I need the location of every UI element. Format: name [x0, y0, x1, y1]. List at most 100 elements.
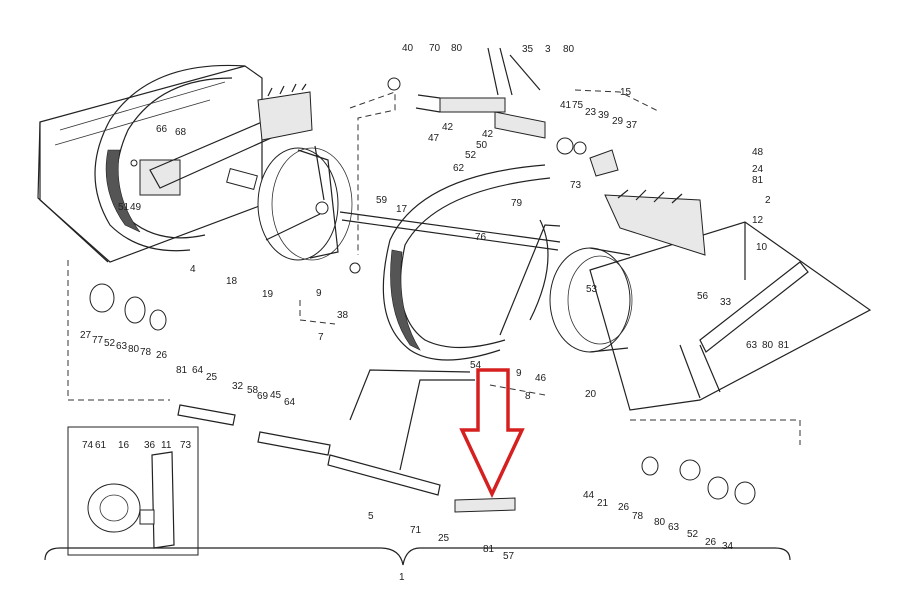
label-69: 69 [257, 391, 269, 402]
label-80: 80 [451, 43, 463, 54]
label-37: 37 [626, 120, 638, 131]
dashed-group-top [349, 91, 396, 255]
label-78b: 78 [632, 511, 644, 522]
label-32: 32 [232, 381, 244, 392]
label-80e: 80 [654, 517, 666, 528]
label-48: 48 [752, 147, 764, 158]
left-small-parts [89, 262, 361, 331]
label-22: 54 [470, 360, 482, 371]
label-81: 81 [752, 175, 764, 186]
drum-20 [549, 247, 633, 353]
left-housing-part [37, 64, 263, 263]
label-80d: 80 [762, 340, 774, 351]
label-12: 12 [752, 215, 764, 226]
dashed-group-7 [299, 300, 336, 325]
label-49: 49 [130, 202, 142, 213]
label-46: 46 [535, 373, 547, 384]
label-44: 44 [583, 490, 595, 501]
label-26b: 26 [618, 502, 630, 513]
label-63c: 63 [668, 522, 680, 533]
label-77: 77 [92, 335, 104, 346]
label-7: 7 [318, 332, 324, 343]
label-36: 36 [144, 440, 156, 451]
label-35: 35 [522, 44, 534, 55]
label-42: 42 [442, 122, 454, 133]
label-81b: 81 [778, 340, 790, 351]
label-78: 78 [140, 347, 152, 358]
label-11: 11 [161, 440, 172, 451]
label-79: 79 [511, 198, 523, 209]
label-24: 24 [752, 164, 764, 175]
label-5: 5 [368, 511, 374, 522]
right-housing-part [589, 189, 872, 411]
label-33: 33 [720, 297, 732, 308]
label-16: 16 [118, 440, 130, 451]
dashed-frame-15 [574, 89, 661, 113]
label-70: 70 [429, 43, 441, 54]
label-1: 1 [399, 572, 405, 583]
belt-housing-center [382, 164, 561, 361]
label-40: 40 [402, 43, 414, 54]
label-59: 59 [376, 195, 388, 206]
label-56: 56 [697, 291, 709, 302]
label-25: 25 [206, 372, 218, 383]
label-21: 21 [597, 498, 609, 509]
inset-detail-box [67, 426, 199, 556]
label-71: 71 [410, 525, 422, 536]
label-58: 58 [247, 385, 259, 396]
label-18: 18 [226, 276, 238, 287]
label-53: 53 [586, 284, 598, 295]
label-76: 76 [475, 232, 487, 243]
pulley-19 [257, 145, 353, 261]
label-39: 39 [598, 110, 610, 121]
red-down-arrow-icon [459, 368, 525, 499]
label-81c: 81 [176, 365, 188, 376]
right-small-parts [641, 456, 756, 505]
label-45: 45 [270, 390, 282, 401]
label-26: 26 [156, 350, 168, 361]
label-64: 64 [192, 365, 204, 376]
part-labels: 40 70 80 35 3 80 15 42 47 41 75 23 39 29… [80, 43, 790, 583]
label-63b: 63 [746, 340, 758, 351]
label-8: 8 [525, 391, 531, 402]
label-15: 15 [620, 87, 632, 98]
label-61: 61 [95, 440, 107, 451]
label-80c: 80 [128, 344, 140, 355]
label-3: 3 [545, 44, 551, 55]
label-9: 9 [316, 288, 322, 299]
label-75: 75 [572, 100, 584, 111]
label-81d: 81 [483, 544, 495, 555]
label-68: 68 [175, 127, 187, 138]
label-2: 2 [765, 195, 771, 206]
label-26c: 26 [705, 537, 717, 548]
label-42b: 42 [482, 129, 494, 140]
label-4: 4 [190, 264, 196, 275]
label-10: 10 [756, 242, 768, 253]
label-52c: 52 [687, 529, 699, 540]
bottom-bracket-1 [44, 547, 791, 566]
label-47: 47 [428, 133, 440, 144]
label-29: 29 [612, 116, 624, 127]
label-23: 23 [585, 107, 597, 118]
label-51: 51 [118, 202, 130, 213]
label-20: 20 [585, 389, 597, 400]
label-19: 19 [262, 289, 274, 300]
dashed-frame-left [67, 260, 170, 401]
label-80b: 80 [563, 44, 575, 55]
label-74: 74 [82, 440, 94, 451]
label-62: 62 [453, 163, 465, 174]
label-41: 41 [560, 100, 572, 111]
label-66: 66 [156, 124, 168, 135]
label-34: 34 [722, 541, 734, 552]
dashed-frame-8 [489, 384, 546, 396]
label-63: 63 [116, 341, 128, 352]
shaft-17 [339, 211, 561, 251]
label-73: 73 [570, 180, 582, 191]
label-73b: 73 [180, 440, 192, 451]
label-25b: 25 [438, 533, 450, 544]
dashed-frame-right [630, 419, 801, 445]
label-57: 57 [503, 551, 515, 562]
upper-shaft-assembly [387, 47, 619, 177]
label-50: 50 [476, 140, 488, 151]
